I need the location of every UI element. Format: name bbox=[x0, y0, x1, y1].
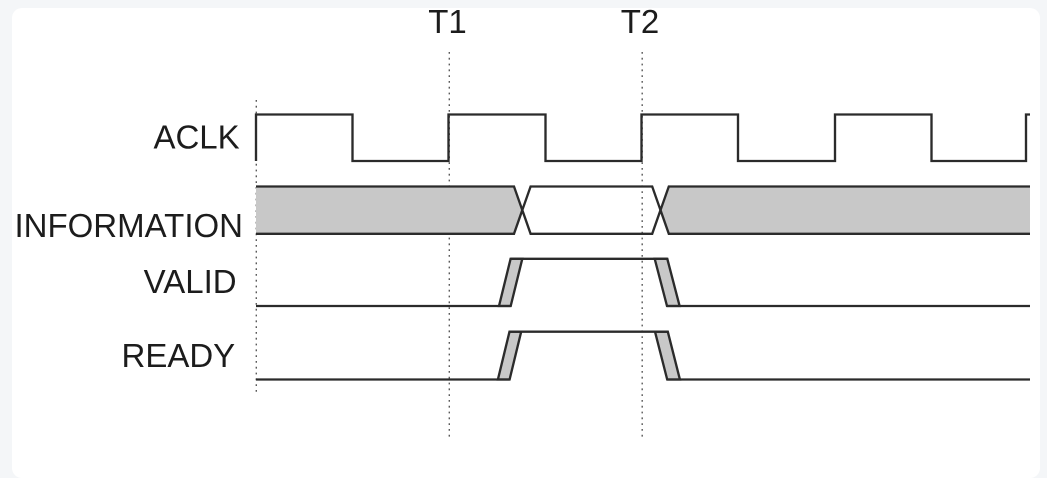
svg-text:T2: T2 bbox=[621, 3, 660, 40]
svg-text:VALID: VALID bbox=[144, 263, 237, 300]
svg-text:T1: T1 bbox=[428, 3, 467, 40]
svg-text:INFORMATION: INFORMATION bbox=[14, 207, 243, 244]
svg-text:ACLK: ACLK bbox=[153, 119, 239, 156]
svg-text:READY: READY bbox=[121, 337, 235, 374]
